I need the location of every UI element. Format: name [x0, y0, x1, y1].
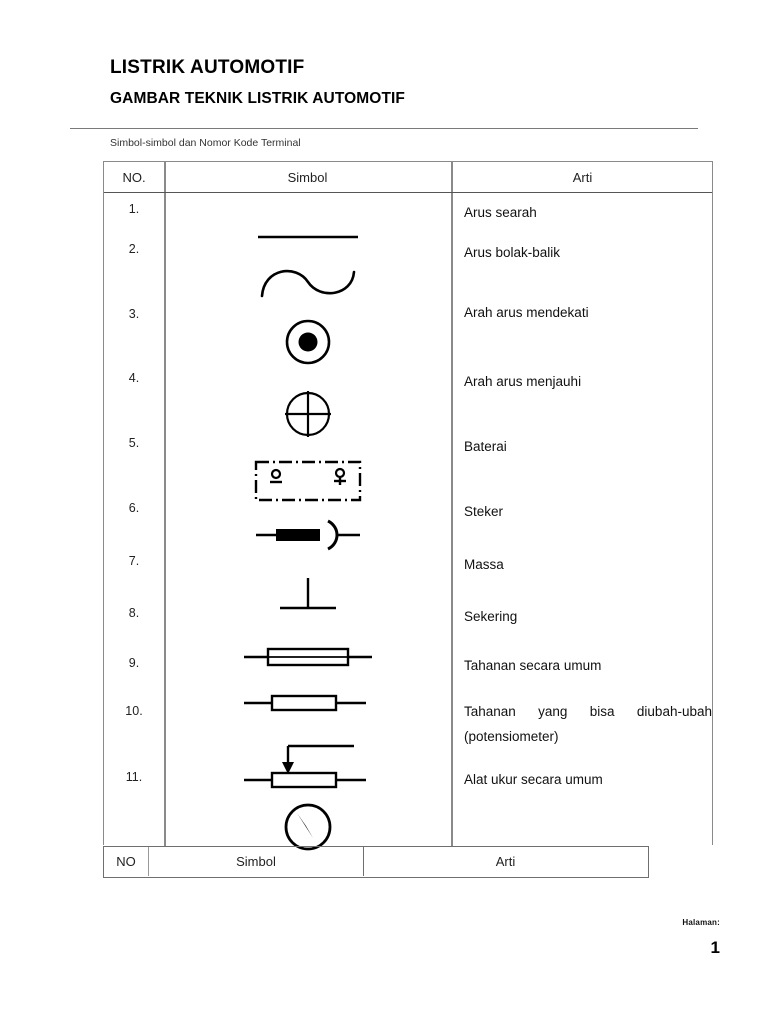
plug-icon: [164, 518, 451, 552]
table-row: 1.: [128, 202, 140, 216]
ground-icon: [164, 574, 451, 620]
table-row: 8.: [128, 606, 140, 620]
column-divider-no: [164, 162, 166, 846]
battery-icon: [164, 454, 451, 506]
table-row: 2.: [128, 242, 140, 256]
table-row: 9.: [128, 656, 140, 670]
column-header-no: NO.: [122, 170, 146, 185]
cell-arti: Baterai: [464, 439, 507, 454]
cell-arti: Arah arus menjauhi: [464, 374, 582, 389]
cell-arti: Steker: [464, 504, 504, 519]
meter-icon: [164, 798, 451, 856]
dc-line-icon: [164, 230, 451, 244]
footer-column-arti: Arti: [495, 854, 516, 869]
table-header-row: NO. Simbol Arti: [104, 162, 712, 193]
page-label: Halaman:: [682, 918, 720, 927]
symbols-table: NO. Simbol Arti 1. 2. 3. 4. 5. 6. 7. 8. …: [103, 161, 713, 851]
footer-column-simbol: Simbol: [149, 847, 364, 876]
table-row: 7.: [128, 554, 140, 568]
table-row: 6.: [128, 501, 140, 515]
table-row: 5.: [128, 436, 140, 450]
page-number: 1: [710, 938, 720, 957]
cell-arti: Massa: [464, 557, 504, 572]
column-header-simbol: Simbol: [287, 170, 328, 185]
column-header-arti: Arti: [572, 170, 593, 185]
ac-sine-icon: [164, 258, 451, 306]
table-row: 3.: [128, 307, 140, 321]
cell-arti: Tahanan yang bisa diubah-ubah (potensiom…: [464, 699, 712, 749]
cell-arti-line2: (potensiometer): [464, 729, 559, 744]
page-subtitle: GAMBAR TEKNIK LISTRIK AUTOMOTIF: [110, 90, 405, 107]
fuse-icon: [164, 644, 451, 670]
table-row: 4.: [128, 371, 140, 385]
table-row: 10.: [125, 704, 143, 718]
cell-arti: Alat ukur secara umum: [464, 772, 603, 787]
resistor-icon: [164, 690, 451, 716]
cell-arti: Sekering: [464, 609, 518, 624]
footer-column-no: NO: [104, 847, 149, 876]
cell-arti: Arus bolak-balik: [464, 245, 561, 260]
table-row: 11.: [125, 770, 143, 784]
cell-arti-line1: Tahanan yang bisa diubah-ubah: [464, 704, 712, 719]
cell-arti: Tahanan secara umum: [464, 658, 602, 673]
page-title: LISTRIK AUTOMOTIF: [110, 57, 305, 78]
footer-legend-table: NO Simbol Arti: [103, 846, 649, 878]
cell-arti: Arus searah: [464, 205, 537, 220]
potentiometer-icon: [164, 738, 451, 790]
cell-arti: Arah arus mendekati: [464, 305, 589, 320]
column-divider-simbol: [451, 162, 453, 846]
section-caption: Simbol-simbol dan Nomor Kode Terminal: [110, 137, 301, 149]
current-away-icon: [164, 386, 451, 442]
header-divider: [70, 128, 698, 129]
current-toward-icon: [164, 314, 451, 370]
